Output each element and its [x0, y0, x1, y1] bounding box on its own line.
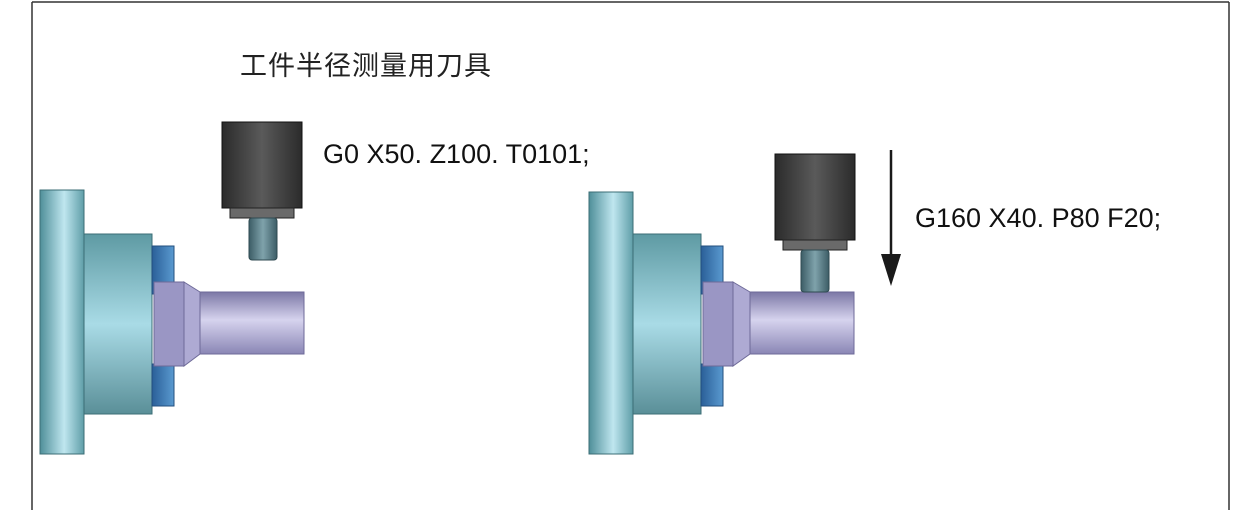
step2-command: G160 X40. P80 F20; — [915, 203, 1162, 233]
jaw-bottom-right — [700, 363, 724, 407]
workpiece-left — [199, 291, 305, 355]
diagram-title: 工件半径测量用刀具 — [240, 51, 492, 82]
chuck-assembly-left — [39, 189, 305, 455]
workpiece-right — [749, 291, 855, 355]
tool-holder-left — [221, 121, 303, 209]
chuck-flange-right — [588, 191, 634, 455]
tool-base-left — [229, 207, 295, 219]
arrow-head — [881, 254, 901, 286]
tool-right — [774, 153, 856, 293]
step1-command: G0 X50. Z100. T0101; — [323, 139, 590, 169]
workpiece-chamfer-right — [732, 281, 751, 367]
tool-tip-right — [800, 249, 830, 293]
chuck-hub-right — [632, 233, 702, 415]
feed-direction-arrow — [881, 150, 901, 286]
tool-holder-right — [774, 153, 856, 241]
chuck-hub-left — [83, 233, 153, 415]
tool-tip-left — [248, 217, 278, 261]
tool-base-right — [782, 239, 848, 251]
chuck-flange-left — [39, 189, 85, 455]
chuck-assembly-right — [588, 191, 855, 455]
workpiece-chamfer-left — [183, 281, 201, 367]
tool-left — [221, 121, 303, 261]
workpiece-shoulder-right — [702, 281, 734, 367]
jaw-bottom-left — [151, 363, 175, 407]
workpiece-shoulder-left — [153, 281, 185, 367]
